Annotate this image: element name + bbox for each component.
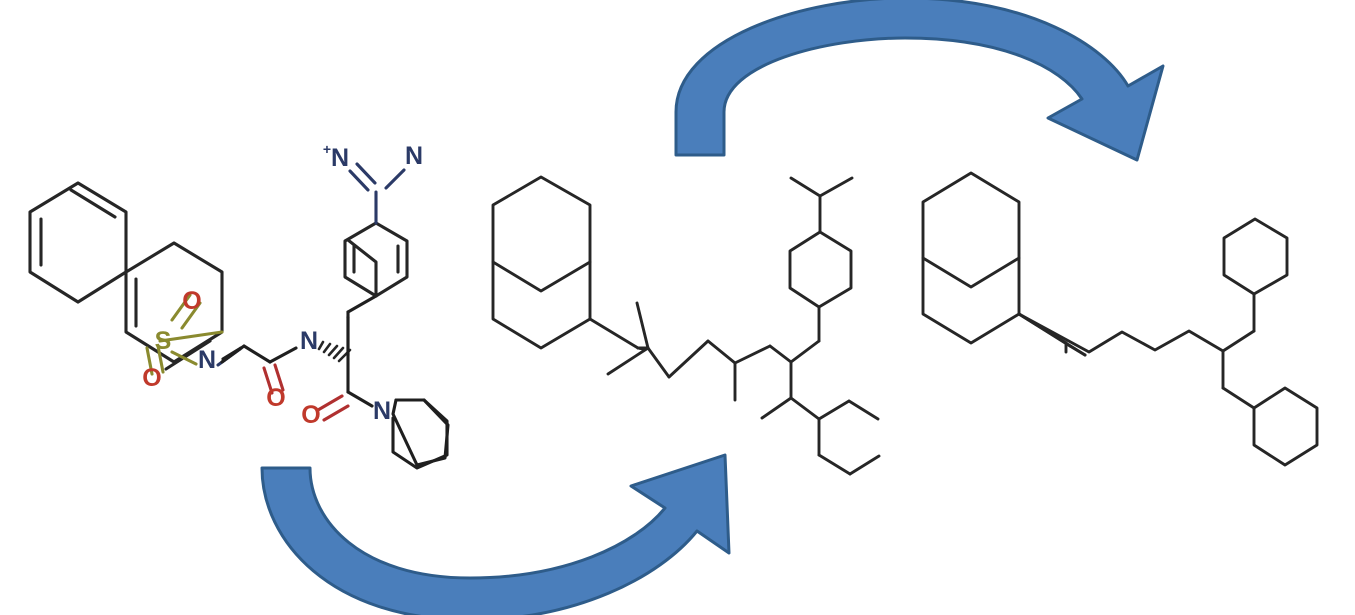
cyclohexylmethyl-upper xyxy=(1221,217,1289,353)
naphthalene-ring xyxy=(28,181,224,371)
decalin-ring-right xyxy=(921,171,1021,345)
atom-label-n-amide: N xyxy=(300,327,318,355)
atom-label-n-sulfonamide: N xyxy=(198,346,216,374)
atom-label-n-amidinium-1: N xyxy=(331,144,349,172)
cyclohexylmethyl-lower xyxy=(1221,349,1319,467)
benzylic-linker xyxy=(346,294,378,357)
glycine-amide-chain: N O N xyxy=(198,327,318,412)
sulfonyl-group: S O O xyxy=(142,287,224,392)
atom-label-o-amide-2: O xyxy=(301,401,320,429)
decalin-ring-middle xyxy=(491,175,640,350)
atom-label-n-amidinium-2: N xyxy=(405,142,423,170)
atom-label-o-sulfonyl-1: O xyxy=(182,287,201,315)
atom-label-o-sulfonyl-2: O xyxy=(142,364,161,392)
pentamethylene-chain-right xyxy=(1017,312,1225,357)
atom-label-s: S xyxy=(155,327,172,355)
piperidine-ring xyxy=(391,398,450,470)
bottom-arrow xyxy=(260,453,731,615)
gem-dimethyl-carbon xyxy=(606,301,793,402)
top-arrow xyxy=(674,0,1165,162)
branch-node-middle xyxy=(789,305,821,400)
amidinium-group: N + N xyxy=(323,141,423,225)
charge-label-plus: + xyxy=(323,141,331,157)
lower-branch-chain xyxy=(760,396,881,476)
atom-label-o-amide-1: O xyxy=(266,384,285,412)
atom-label-n-piperidine: N xyxy=(373,397,391,425)
isopropyl-cyclohexyl-ring xyxy=(788,176,854,309)
